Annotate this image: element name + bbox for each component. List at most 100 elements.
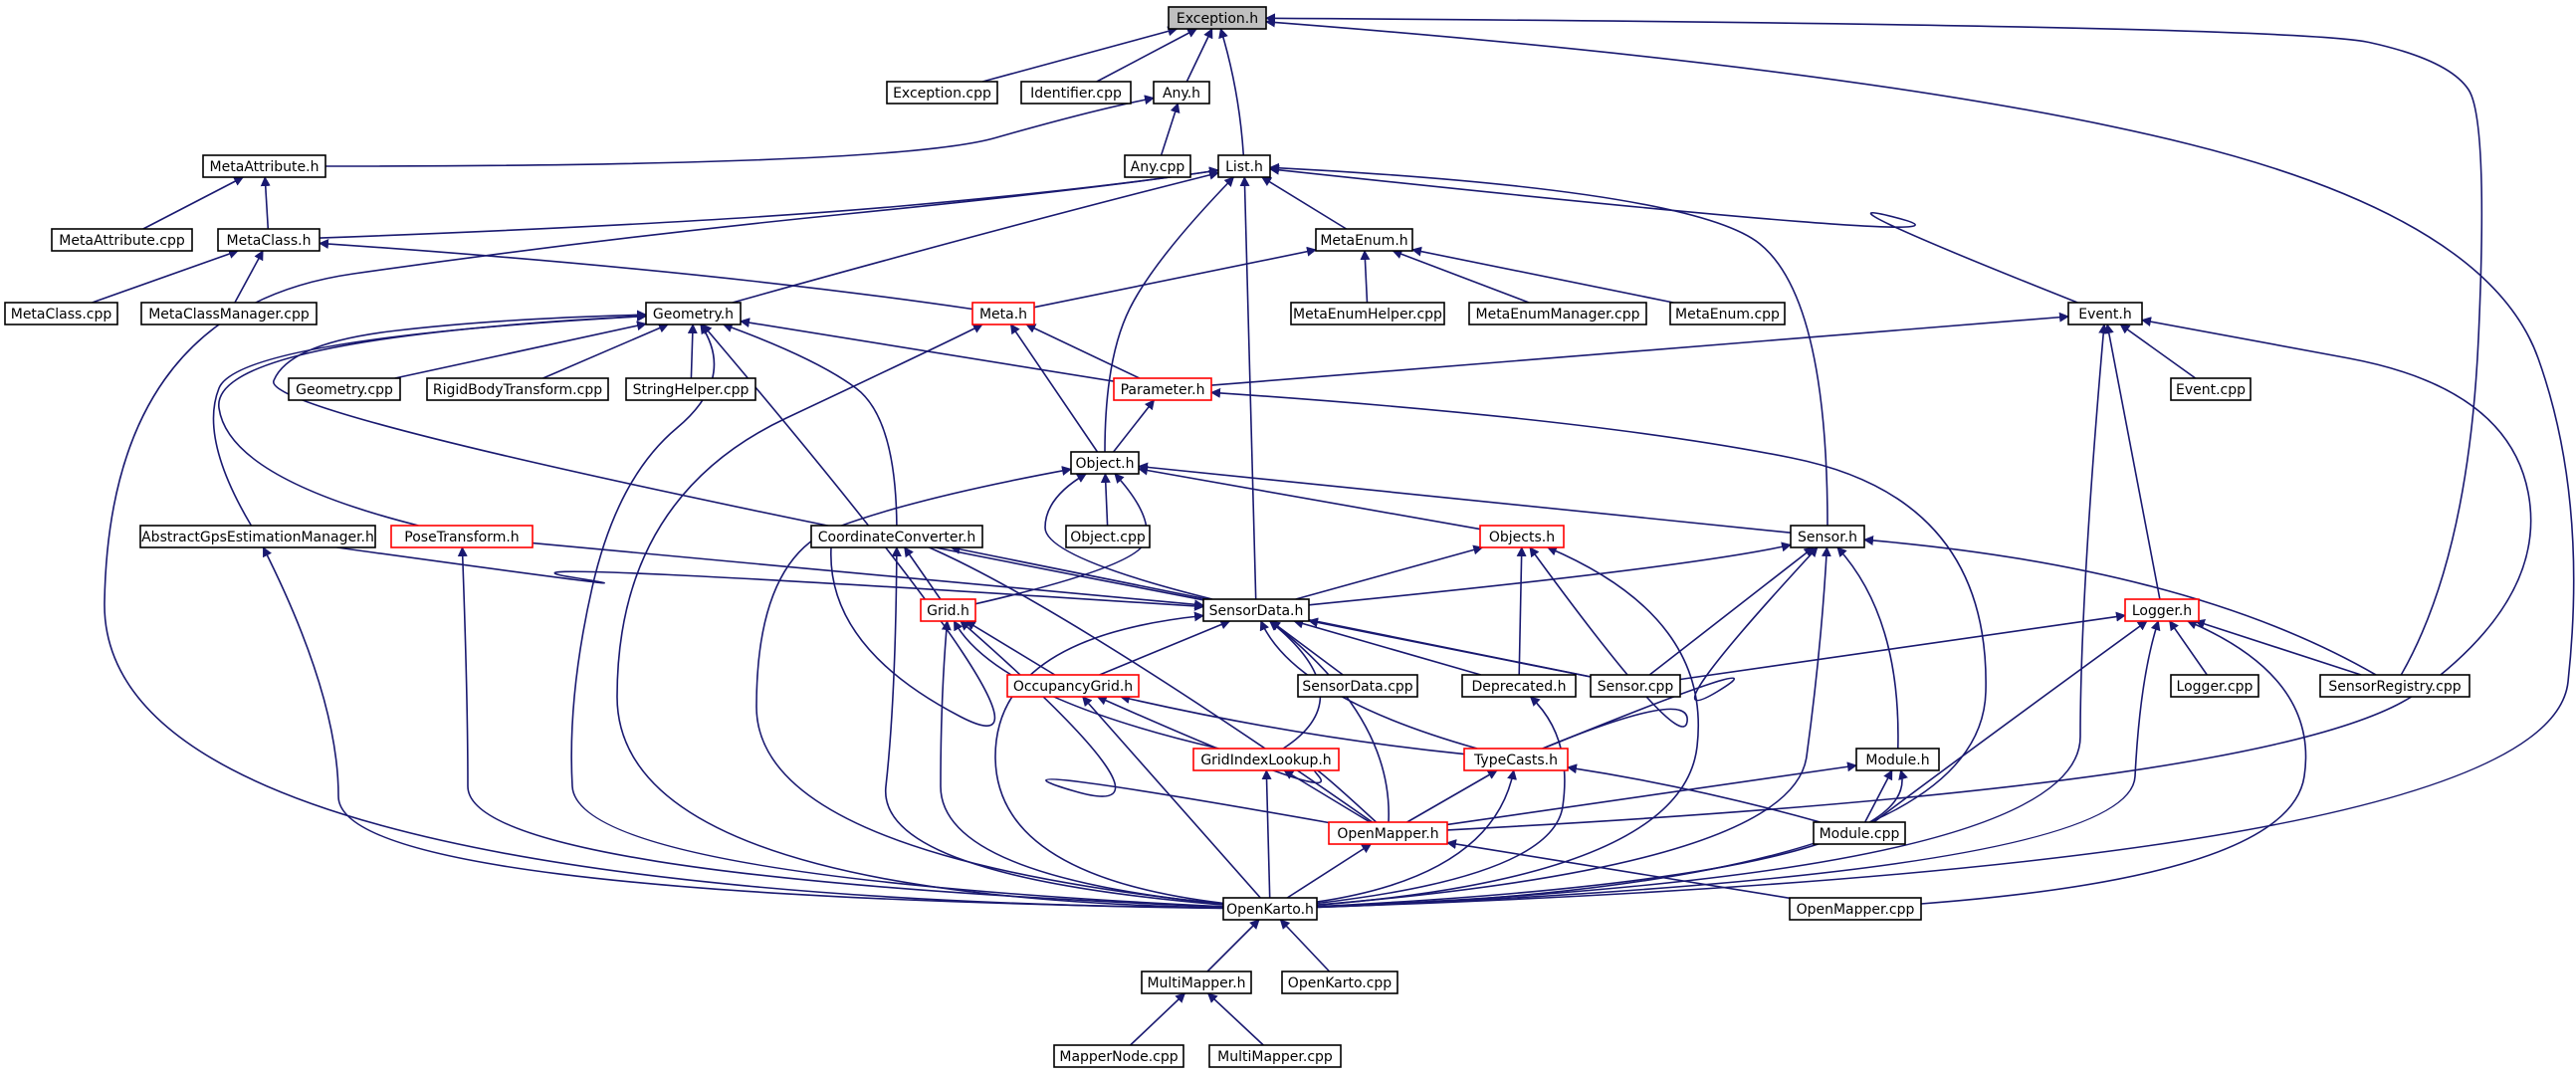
node-posetransform-h[interactable]: PoseTransform.h (390, 525, 534, 548)
node-label: Deprecated.h (1472, 679, 1567, 695)
edge-metaclass_h-to-list_h (319, 166, 1219, 239)
node-exception-cpp[interactable]: Exception.cpp (886, 81, 998, 105)
edge-openkarto_h-to-meta_h (616, 323, 1224, 909)
node-sensordata-h[interactable]: SensorData.h (1202, 598, 1310, 622)
node-label: AbstractGpsEstimationManager.h (141, 530, 374, 545)
node-any-cpp[interactable]: Any.cpp (1124, 154, 1191, 178)
node-box (1141, 970, 1252, 994)
node-sensor-h[interactable]: Sensor.h (1790, 525, 1865, 548)
node-module-cpp[interactable]: Module.cpp (1813, 821, 1906, 845)
edge-openkarto_h-to-sensor_h (1316, 546, 1831, 906)
node-typecasts-h[interactable]: TypeCasts.h (1463, 748, 1569, 771)
edge-openkarto_h-to-posetransform_h (457, 546, 1224, 908)
node-box (1192, 748, 1340, 771)
node-label: MetaEnum.cpp (1675, 307, 1780, 323)
node-identifier-cpp[interactable]: Identifier.cpp (1020, 81, 1132, 105)
edge-object_h-to-parameter_h (1112, 399, 1156, 453)
node-metaclass-h[interactable]: MetaClass.h (217, 228, 321, 252)
node-deprecated-h[interactable]: Deprecated.h (1461, 674, 1577, 698)
edge-meta_h-to-metaenum_h (1033, 246, 1317, 309)
node-parameter-h[interactable]: Parameter.h (1113, 377, 1212, 401)
edge-metaclassmanager_cpp-to-metaclass_h (234, 250, 264, 304)
edge-openkarto_h-to-grid_h (940, 620, 1224, 906)
node-module-h[interactable]: Module.h (1855, 748, 1940, 771)
node-gridindexlookup-h[interactable]: GridIndexLookup.h (1192, 748, 1340, 771)
node-box (1790, 525, 1865, 548)
edge-module_cpp-to-logger_h (1873, 620, 2148, 823)
node-grid-h[interactable]: Grid.h (920, 598, 976, 622)
node-multimapper-h[interactable]: MultiMapper.h (1141, 970, 1252, 994)
node-multimapper-cpp[interactable]: MultiMapper.cpp (1208, 1044, 1342, 1068)
node-objects-h[interactable]: Objects.h (1479, 525, 1565, 548)
node-label: GridIndexLookup.h (1200, 753, 1331, 768)
node-metaenum-h[interactable]: MetaEnum.h (1315, 228, 1413, 252)
node-metaclass-cpp[interactable]: MetaClass.cpp (4, 302, 118, 325)
node-event-cpp[interactable]: Event.cpp (2170, 377, 2252, 401)
edge-metaattribute_h-to-any_h (324, 95, 1155, 167)
node-object-h[interactable]: Object.h (1070, 451, 1140, 475)
node-sensor-cpp[interactable]: Sensor.cpp (1590, 674, 1681, 698)
edge-openkarto_h-to-openmapper_h (1286, 843, 1373, 899)
node-label: MetaEnumManager.cpp (1476, 307, 1640, 323)
edge-openkarto_h-to-event_h (1316, 323, 2109, 908)
node-label: RigidBodyTransform.cpp (433, 382, 602, 398)
node-box (1113, 377, 1212, 401)
node-logger-cpp[interactable]: Logger.cpp (2170, 674, 2259, 698)
edge-openkarto_h-to-geometry_h (570, 323, 1224, 908)
node-metaenum-cpp[interactable]: MetaEnum.cpp (1669, 302, 1786, 325)
edge-posetransform_h-to-geometry_h (218, 311, 647, 527)
edge-openkarto_h-to-object_h (755, 466, 1224, 905)
node-label: MapperNode.cpp (1059, 1049, 1178, 1065)
node-openkarto-cpp[interactable]: OpenKarto.cpp (1281, 970, 1398, 994)
node-any-h[interactable]: Any.h (1153, 81, 1210, 105)
edge-openkarto_h-to-deprecated_h (1316, 696, 1566, 905)
edge-event_h-to-list_h (1269, 164, 2078, 304)
node-box (1217, 154, 1271, 178)
node-metaenummanager-cpp[interactable]: MetaEnumManager.cpp (1468, 302, 1647, 325)
node-sensordata-cpp[interactable]: SensorData.cpp (1297, 674, 1418, 698)
node-box (2319, 674, 2470, 698)
node-coordinateconverter-h[interactable]: CoordinateConverter.h (810, 525, 983, 548)
node-metaclassmanager-cpp[interactable]: MetaClassManager.cpp (140, 302, 318, 325)
node-box (1315, 228, 1413, 252)
edge-sensor_cpp-to-sensor_h (1648, 546, 1815, 676)
node-label: MetaEnum.h (1320, 233, 1407, 249)
node-sensorregistry-cpp[interactable]: SensorRegistry.cpp (2319, 674, 2470, 698)
node-event-h[interactable]: Event.h (2067, 302, 2143, 325)
node-list-h[interactable]: List.h (1217, 154, 1271, 178)
edge-deprecated_h-to-sensordata_h (1293, 618, 1482, 676)
node-box (810, 525, 983, 548)
edge-openmapper_h-to-grid_h (960, 620, 1330, 824)
node-geometry-cpp[interactable]: Geometry.cpp (288, 377, 401, 401)
node-label: MetaClass.cpp (11, 307, 112, 323)
edge-openkarto_h-to-occupancygrid_h (1082, 696, 1261, 899)
node-openmapper-cpp[interactable]: OpenMapper.cpp (1789, 897, 1922, 921)
node-metaattribute-cpp[interactable]: MetaAttribute.cpp (51, 228, 193, 252)
node-openkarto-h[interactable]: OpenKarto.h (1222, 897, 1318, 921)
node-rigidbodytransform-cpp[interactable]: RigidBodyTransform.cpp (426, 377, 609, 401)
node-label: MultiMapper.cpp (1217, 1049, 1333, 1065)
node-metaenumhelper-cpp[interactable]: MetaEnumHelper.cpp (1290, 302, 1445, 325)
node-box (1168, 6, 1267, 30)
node-box (4, 302, 118, 325)
node-stringhelper-cpp[interactable]: StringHelper.cpp (625, 377, 756, 401)
edge-abstractgps_h-to-geometry_h (212, 312, 647, 527)
node-occupancygrid-h[interactable]: OccupancyGrid.h (1006, 674, 1140, 698)
edge-openmapper_cpp-to-logger_h (1920, 619, 2307, 905)
node-exception-h[interactable]: Exception.h (1168, 6, 1267, 30)
node-geometry-h[interactable]: Geometry.h (645, 302, 742, 325)
edge-meta_h-to-metaclass_h (319, 239, 973, 311)
node-abstractgps-h[interactable]: AbstractGpsEstimationManager.h (139, 525, 376, 548)
node-label: StringHelper.cpp (633, 382, 750, 398)
node-openmapper-h[interactable]: OpenMapper.h (1328, 821, 1448, 845)
node-mappernode-cpp[interactable]: MapperNode.cpp (1053, 1044, 1184, 1068)
node-metaattribute-h[interactable]: MetaAttribute.h (202, 154, 326, 178)
node-meta-h[interactable]: Meta.h (971, 302, 1035, 325)
node-object-cpp[interactable]: Object.cpp (1065, 525, 1151, 548)
edge-typecasts_h-to-sensor_h (1542, 546, 1819, 750)
edge-sensordata_h-to-geometry_h (273, 310, 1204, 601)
node-logger-h[interactable]: Logger.h (2124, 598, 2200, 622)
edge-openkarto_h-to-coordinateconverter_h (885, 546, 1224, 906)
edge-openmapper_h-to-geometry_h (702, 323, 1374, 823)
